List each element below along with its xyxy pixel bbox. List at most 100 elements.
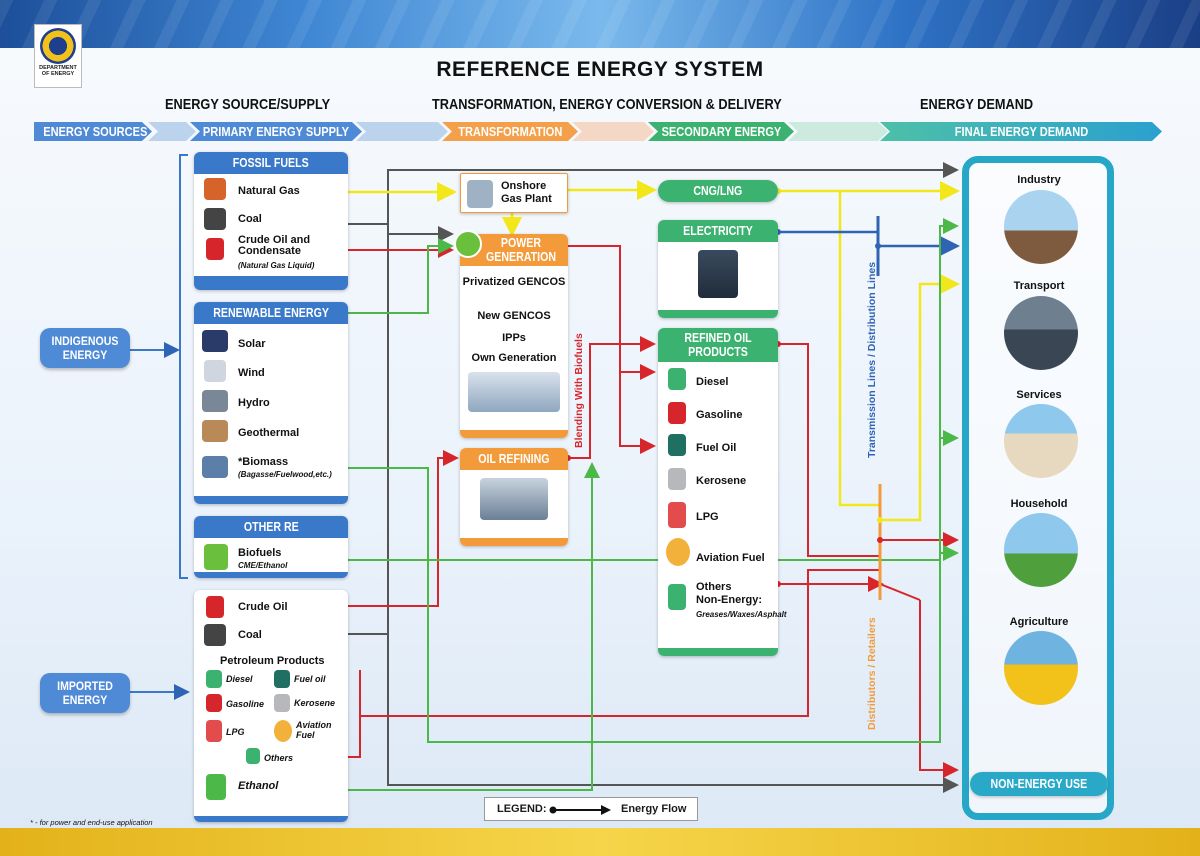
renewable-energy-footer [194, 496, 348, 504]
natural-gas-label: Natural Gas [238, 185, 300, 197]
fossil-fuels-header: FOSSIL FUELS [194, 152, 348, 174]
imported-aviation-label: Aviation Fuel [296, 720, 332, 740]
power-generation-footer [460, 430, 568, 438]
agriculture-icon [1004, 631, 1078, 705]
refined-fuel-oil-icon [668, 434, 686, 456]
power-plant-icon [468, 372, 560, 412]
refined-aviation-label: Aviation Fuel [696, 552, 765, 564]
services-icon [1004, 404, 1078, 478]
band-final-demand: FINAL ENERGY DEMAND [880, 122, 1162, 141]
geothermal-icon [202, 420, 228, 442]
section-supply: ENERGY SOURCE/SUPPLY [165, 96, 331, 113]
band-spacer-2 [356, 122, 448, 141]
band-primary-supply: PRIMARY ENERGY SUPPLY [190, 122, 362, 141]
refined-non-energy-label: Non-Energy: [696, 594, 762, 606]
refined-kerosene-label: Kerosene [696, 475, 747, 487]
band-spacer-4 [788, 122, 888, 141]
industry-label: Industry [1017, 174, 1061, 186]
transmission-tower-icon [698, 250, 738, 298]
oil-refining-footer [460, 538, 568, 546]
section-demand: ENERGY DEMAND [920, 96, 1034, 113]
other-re-footer [194, 572, 348, 578]
privatized-gencos-label: Privatized GENCOS [462, 276, 566, 288]
non-energy-use-card: NON-ENERGY USE [970, 772, 1108, 796]
cng-lng-card: CNG/LNG [658, 180, 778, 202]
band-secondary-energy: SECONDARY ENERGY [648, 122, 794, 141]
hydro-dam-icon [202, 390, 228, 412]
transport-label: Transport [1013, 280, 1065, 292]
biomass-label: *Biomass [238, 456, 289, 468]
gear-bolt-icon [454, 230, 482, 258]
biofuels-label: Biofuels [238, 547, 282, 559]
refined-gasoline-icon [668, 402, 686, 424]
others-can-icon [246, 748, 260, 764]
biofuel-pump-icon [204, 544, 228, 570]
geothermal-label: Geothermal [238, 427, 300, 439]
fossil-fuels-footer [194, 276, 348, 290]
refined-oil-products-card: REFINED OIL PRODUCTS Diesel Gasoline Fue… [658, 328, 787, 656]
coal-cart-icon [204, 208, 226, 230]
diesel-can-icon [206, 670, 222, 688]
imported-footer [194, 816, 348, 822]
renewable-energy-card: RENEWABLE ENERGY Solar Wind Hydro Geothe… [194, 302, 348, 504]
imported-gasoline-label: Gasoline [226, 699, 265, 709]
refined-gasoline-label: Gasoline [696, 409, 743, 421]
oil-refining-header: OIL REFINING [460, 448, 568, 470]
petroleum-products-label: Petroleum Products [220, 655, 325, 667]
cng-lng-header: CNG/LNG [658, 180, 778, 202]
refined-oil-products-footer [658, 648, 778, 656]
refined-lpg-label: LPG [696, 511, 719, 523]
gas-rig-icon [204, 178, 226, 200]
crude-oil-label: Crude Oil and Condensate [238, 234, 311, 257]
gas-plant-icon [467, 180, 493, 208]
electricity-header: ELECTRICITY [658, 220, 778, 242]
transport-icon [1004, 296, 1078, 370]
solar-panel-icon [202, 330, 228, 352]
refined-lpg-icon [668, 502, 686, 528]
refinery-icon [480, 478, 548, 520]
biomass-sub: (Bagasse/Fuelwood,etc.) [238, 470, 332, 479]
band-transformation: TRANSFORMATION [442, 122, 578, 141]
indigenous-energy-pill[interactable]: INDIGENOUS ENERGY [40, 328, 130, 368]
refined-kerosene-icon [668, 468, 686, 490]
other-re-card: OTHER RE Biofuels CME/Ethanol [194, 516, 348, 578]
onshore-gas-plant-box: Onshore Gas Plant [460, 173, 568, 213]
page-title: REFERENCE ENERGY SYSTEM [436, 58, 764, 81]
ethanol-pump-icon [206, 774, 226, 800]
solar-label: Solar [238, 338, 266, 350]
imported-coal-icon [204, 624, 226, 646]
imported-diesel-label: Diesel [226, 674, 253, 684]
lpg-tank-icon [206, 720, 222, 742]
refined-fuel-oil-label: Fuel Oil [696, 442, 737, 454]
other-re-header: OTHER RE [194, 516, 348, 538]
imported-energy-pill[interactable]: IMPORTED ENERGY [40, 673, 130, 713]
band-spacer-3 [572, 122, 654, 141]
fuel-oil-can-icon [274, 670, 290, 688]
transmission-lines-label: Transmission Lines / Distribution Lines [866, 261, 878, 458]
oil-barrel-icon [206, 238, 224, 260]
header-banner [0, 0, 1200, 48]
refined-others-icon [668, 584, 686, 610]
imported-coal-label: Coal [238, 629, 262, 641]
household-icon [1004, 513, 1078, 587]
kerosene-can-icon [274, 694, 290, 712]
imported-crude-label: Crude Oil [238, 601, 288, 613]
refined-non-energy-sub: Greases/Waxes/Asphalt [696, 610, 787, 619]
crude-oil-sub: (Natural Gas Liquid) [238, 261, 315, 270]
doe-logo: DEPARTMENT OF ENERGY [34, 24, 82, 88]
legend: LEGEND: Energy Flow [484, 797, 698, 821]
services-label: Services [1016, 389, 1062, 401]
section-transformation: TRANSFORMATION, ENERGY CONVERSION & DELI… [432, 96, 782, 113]
band-spacer-1 [148, 122, 196, 141]
agriculture-label: Agriculture [1009, 616, 1069, 628]
wind-turbine-icon [204, 360, 226, 382]
wind-label: Wind [238, 367, 265, 379]
imported-kerosene-label: Kerosene [294, 698, 336, 708]
doe-seal-icon [40, 28, 76, 64]
imported-crude-icon [206, 596, 224, 618]
band-energy-sources: ENERGY SOURCES [34, 122, 152, 141]
footnote: * - for power and end-use application [30, 818, 153, 827]
industry-icon [1004, 190, 1078, 264]
new-gencos-label: New GENCOS [477, 310, 551, 322]
